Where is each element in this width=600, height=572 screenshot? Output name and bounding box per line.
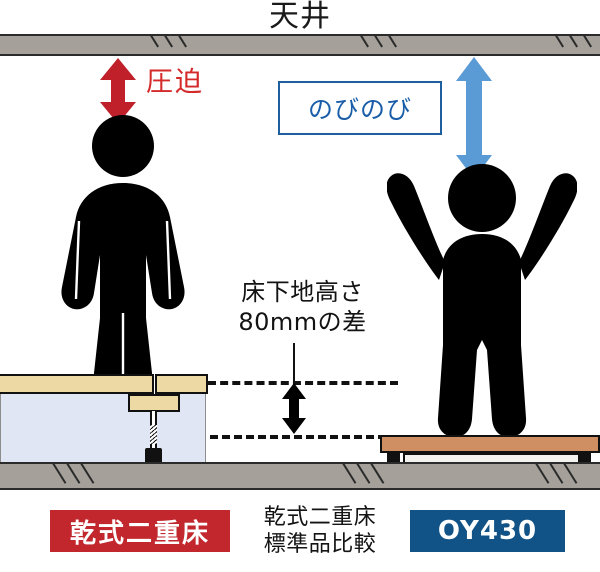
red-double-arrow-icon [99,58,137,124]
oy430-top-board [380,435,600,453]
floor-slab [0,462,600,490]
note-leader-line [293,343,295,383]
ceiling-hatch-right [547,36,600,54]
ceiling-hatch-center [352,36,430,54]
legend-bar: 乾式二重床 乾式二重床 標準品比較 OY430 [0,490,600,572]
legend-comparison-caption: 乾式二重床 標準品比較 [240,504,400,558]
height-difference-note: 床下地高さ 80mmの差 [215,277,390,337]
reference-line-lower [198,435,398,439]
support-post-thread [150,425,157,444]
relax-label: のびのび [307,95,412,124]
floor-board-seam [152,374,157,394]
legend-chip-oy430: OY430 [410,510,565,552]
page-title: 天井 [269,0,331,34]
floor-hatch-center [335,464,415,488]
floor-hatch-left [45,464,125,488]
ceiling-hatch-left [142,36,220,54]
blue-double-arrow-icon [455,57,493,179]
floor-board-cleat [128,394,180,412]
ceiling-slab [0,34,600,56]
dry-floor-board [0,374,208,394]
compression-label: 圧迫 [146,67,204,98]
relax-callout-box: のびのび [278,81,442,135]
reference-line-upper [208,381,398,385]
arms-raised-person-icon [387,150,577,438]
height-note-line-1: 床下地高さ [241,278,364,306]
black-double-arrow-icon [281,383,307,434]
floor-hatch-right [528,464,600,488]
support-post-base [145,448,162,463]
standing-person-icon [53,113,193,393]
legend-chip-dry-double-floor: 乾式二重床 [50,510,230,552]
legend-caption-line-1: 乾式二重床 [263,505,377,530]
height-note-line-2: 80mmの差 [238,308,367,336]
legend-caption-line-2: 標準品比較 [263,532,377,557]
